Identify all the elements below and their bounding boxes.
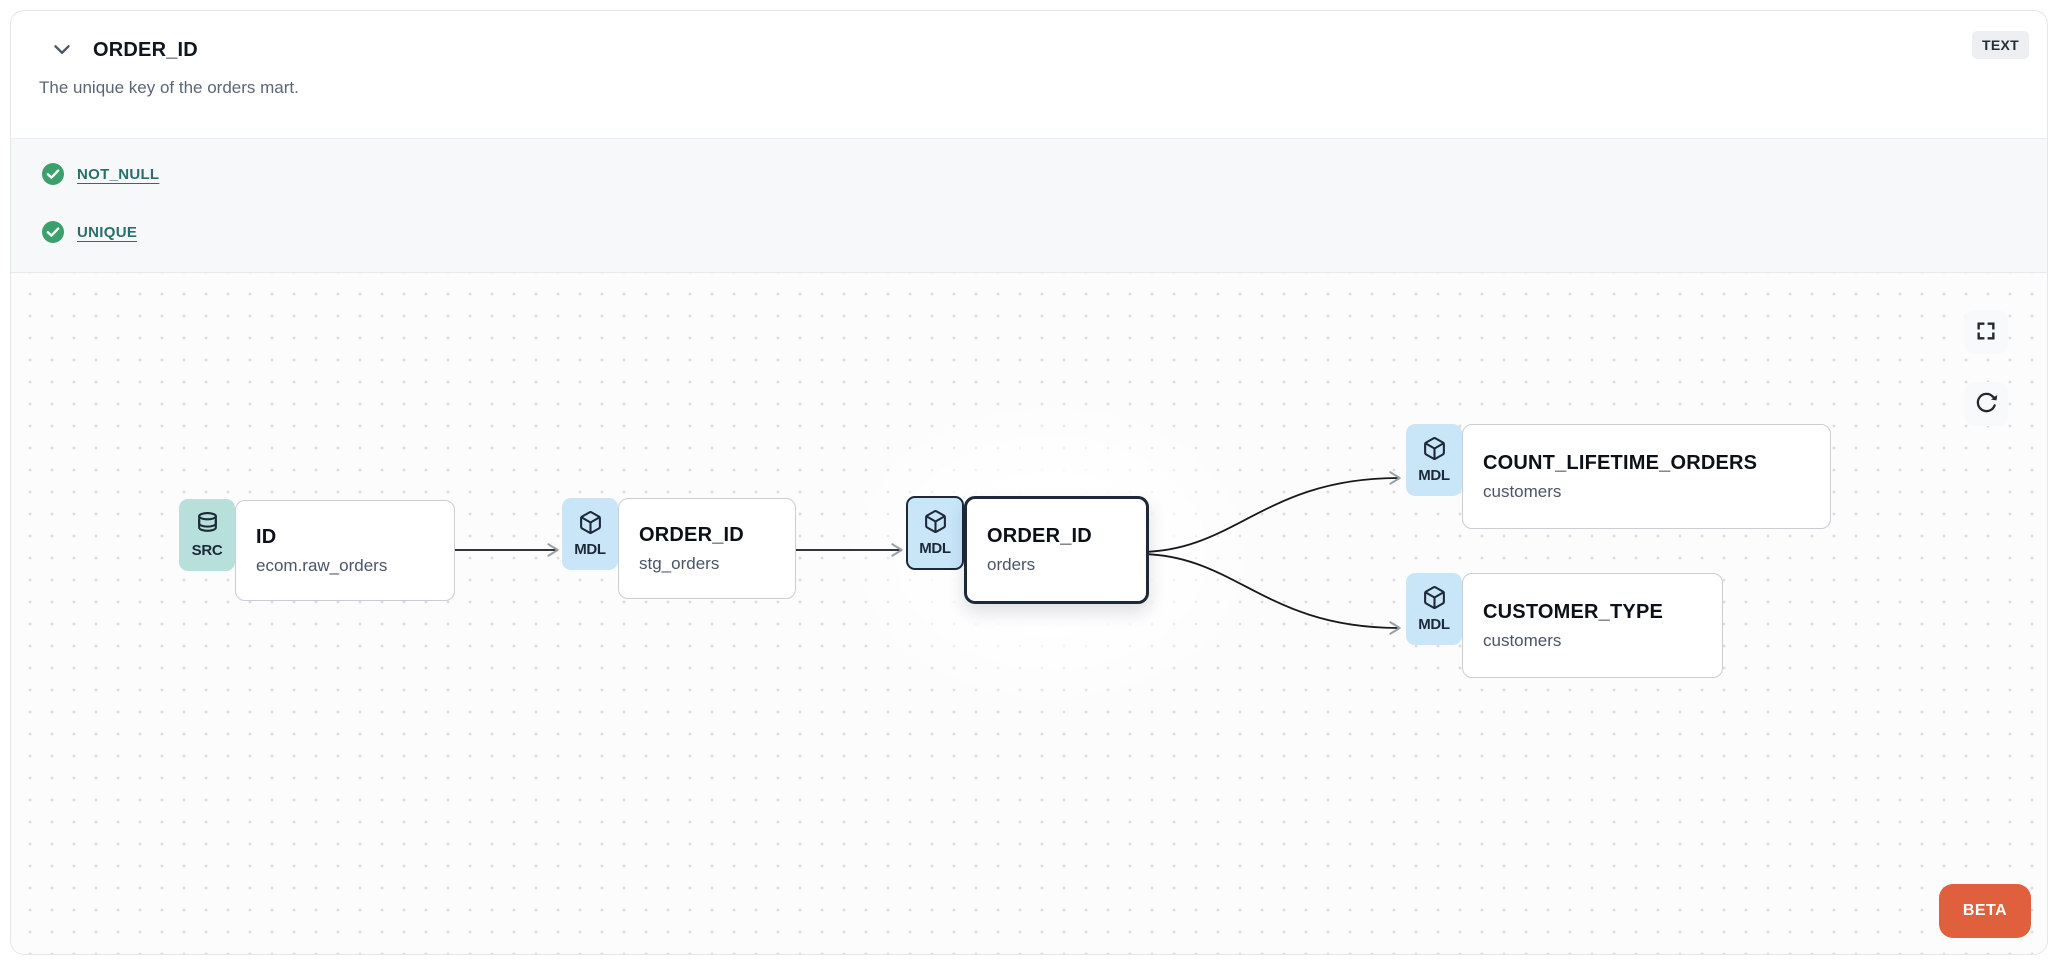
cube-icon <box>578 510 603 540</box>
cube-icon <box>1422 585 1447 615</box>
node-type-tab: MDL <box>906 496 964 570</box>
column-title: ORDER_ID <box>93 38 198 61</box>
test-row: UNIQUE <box>41 220 2017 244</box>
lineage-canvas[interactable]: SRC ID ecom.raw_orders MDL ORDER_ID stg_… <box>11 273 2047 954</box>
node-badge: MDL <box>574 541 606 558</box>
node-subtitle: ecom.raw_orders <box>256 555 388 575</box>
refresh-button[interactable] <box>1964 382 2008 426</box>
fullscreen-button[interactable] <box>1964 310 2008 354</box>
test-link-not-null[interactable]: NOT_NULL <box>77 165 160 183</box>
node-type-tab: SRC <box>179 499 235 571</box>
chevron-down-icon <box>49 36 75 65</box>
edge <box>1138 553 1401 635</box>
node-name: COUNT_LIFETIME_ORDERS <box>1483 451 1758 474</box>
node-type-tab: MDL <box>1406 573 1462 645</box>
lineage-edges <box>454 471 1401 635</box>
tests-section: NOT_NULL UNIQUE <box>11 138 2047 273</box>
node-card: ID ecom.raw_orders <box>235 500 455 601</box>
node-badge: SRC <box>191 542 223 559</box>
node-name: CUSTOMER_TYPE <box>1483 600 1664 623</box>
node-subtitle: customers <box>1483 630 1562 650</box>
panel-header: ORDER_ID TEXT The unique key of the orde… <box>11 11 2047 138</box>
node-subtitle: stg_orders <box>639 553 720 573</box>
node-name: ORDER_ID <box>987 525 1092 547</box>
maximize-icon <box>1975 320 1997 345</box>
edge <box>1138 471 1401 553</box>
node-card: COUNT_LIFETIME_ORDERS customers <box>1462 424 1831 529</box>
node-card: CUSTOMER_TYPE customers <box>1462 573 1723 678</box>
node-type-tab: MDL <box>562 498 618 570</box>
node-card: ORDER_ID orders <box>964 496 1149 604</box>
cube-icon <box>1422 436 1447 466</box>
test-row: NOT_NULL <box>41 162 2017 186</box>
column-type-badge: TEXT <box>1972 31 2029 59</box>
column-details-panel: ORDER_ID TEXT The unique key of the orde… <box>10 10 2048 955</box>
collapse-button[interactable] <box>47 35 77 65</box>
database-icon <box>195 511 220 541</box>
node-subtitle: orders <box>987 555 1036 574</box>
test-link-unique[interactable]: UNIQUE <box>77 223 138 241</box>
node-card: ORDER_ID stg_orders <box>618 498 796 599</box>
node-badge: MDL <box>1418 467 1450 484</box>
refresh-icon <box>1975 391 1998 417</box>
node-badge: MDL <box>919 540 951 557</box>
cube-icon <box>923 509 948 539</box>
beta-badge[interactable]: BETA <box>1939 884 2031 938</box>
node-name: ID <box>256 525 277 548</box>
node-badge: MDL <box>1418 616 1450 633</box>
node-type-tab: MDL <box>1406 424 1462 496</box>
check-circle-icon <box>41 220 65 244</box>
node-subtitle: customers <box>1483 481 1562 501</box>
column-description: The unique key of the orders mart. <box>39 78 299 97</box>
check-circle-icon <box>41 162 65 186</box>
node-name: ORDER_ID <box>639 523 744 546</box>
